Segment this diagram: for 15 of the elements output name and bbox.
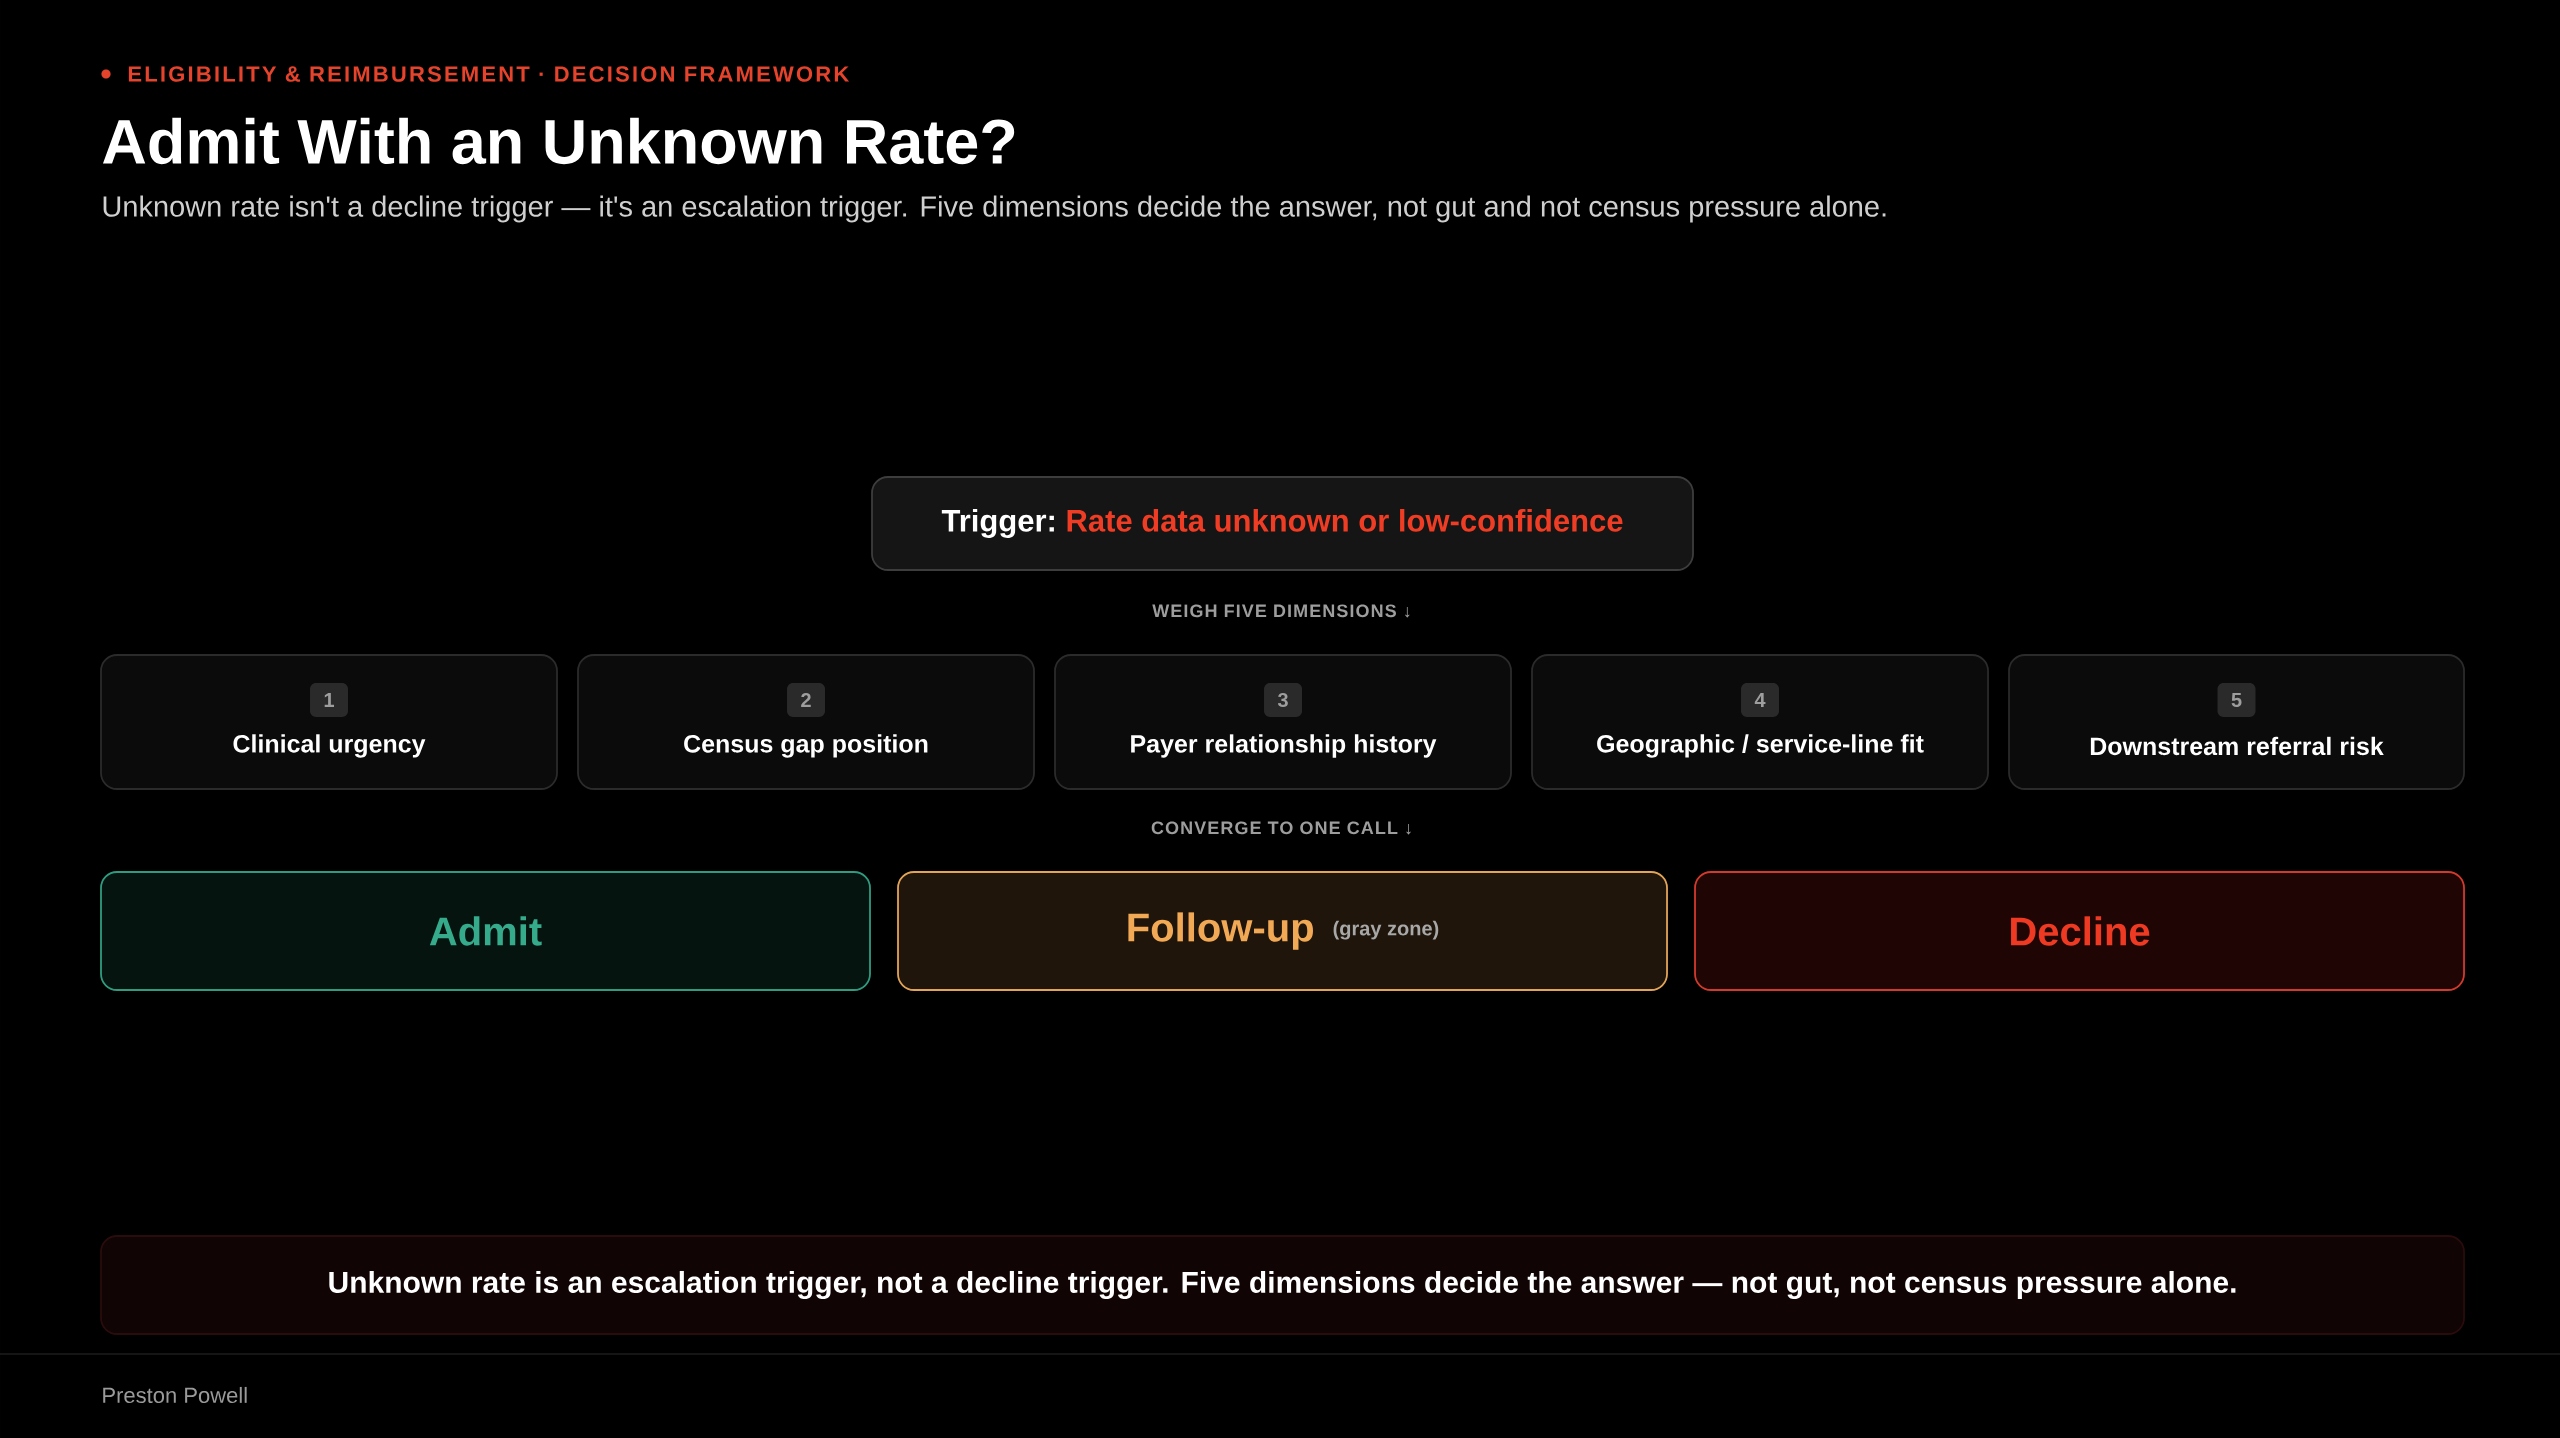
number-badge: 2 xyxy=(787,683,825,717)
number-badge: 3 xyxy=(1264,683,1302,717)
outcome-box: Decline xyxy=(1694,871,2465,991)
outcome-box: Follow-up (gray zone) xyxy=(897,871,1668,991)
callout-banner: Unknown rate is an escalation trigger, not a decline trigger. Five dimensions decide the answer — not gut, not census pressure alone. xyxy=(100,1235,2465,1335)
section-label: ELIGIBILITY & REIMBURSEMENT · DECISION FRAMEWORK xyxy=(128,66,850,82)
subtitle: Unknown rate isn't a decline trigger — it's an escalation trigger. Five dimensions decide the answer, not gut and not census pressure alone. xyxy=(103,195,1886,223)
step-label: CONVERGE TO ONE CALL ↓ xyxy=(1151,821,1411,835)
footer-text: Preston Powell xyxy=(103,1386,247,1404)
number-badge: 1 xyxy=(310,683,348,717)
outcome-box: Admit xyxy=(100,871,871,991)
step-label: WEIGH FIVE DIMENSIONS ↓ xyxy=(1152,604,1410,618)
number-badge: 4 xyxy=(1741,683,1779,717)
title: Admit With an Unknown Rate? xyxy=(102,117,1015,165)
trigger-box: Trigger: Rate data unknown or low-confidence xyxy=(871,476,1694,571)
